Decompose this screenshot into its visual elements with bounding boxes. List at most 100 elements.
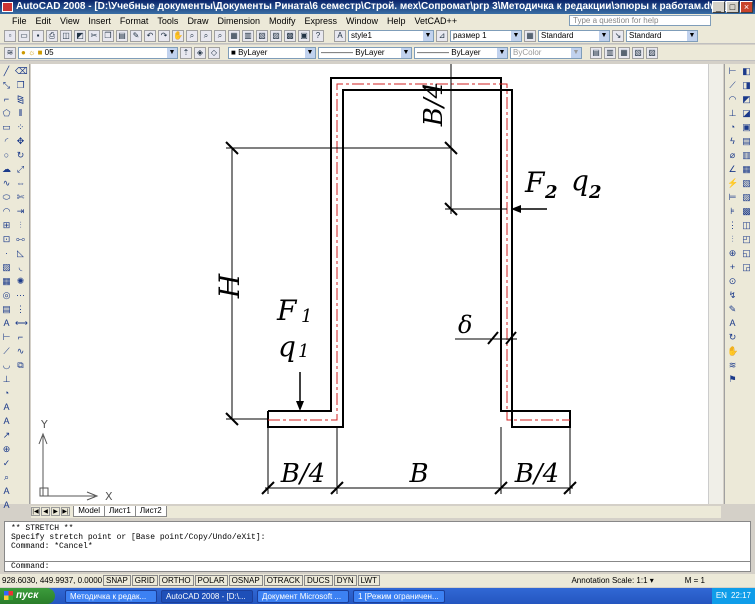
jogged-linear-icon[interactable]: ↯ [728, 290, 737, 300]
task-word[interactable]: Документ Microsoft ... [257, 589, 349, 603]
text-ai-icon[interactable]: A [3, 416, 10, 426]
grid-toggle[interactable]: GRID [131, 575, 158, 586]
menu-dimension[interactable]: Dimension [217, 16, 260, 26]
break-icon[interactable]: ⫶ [19, 220, 22, 230]
menu-edit[interactable]: Edit [35, 16, 52, 26]
layer-tool-10-icon[interactable]: ▨ [742, 192, 751, 202]
redo-icon[interactable]: ↷ [158, 30, 170, 42]
arc-icon[interactable]: ◜ [4, 136, 9, 146]
justify-text-icon[interactable]: A [3, 500, 10, 510]
ellipse-icon[interactable]: ⬭ [2, 192, 11, 202]
layer-tool-6-icon[interactable]: ▤ [742, 136, 751, 146]
markup-icon[interactable]: ▩ [284, 30, 296, 42]
dim-arc-icon[interactable]: ◡ [2, 360, 11, 370]
spline-icon[interactable]: ∿ [2, 178, 11, 188]
ducs-toggle[interactable]: DUCS [304, 575, 333, 586]
layers-icon[interactable]: ≋ [728, 360, 737, 370]
tab-layout2[interactable]: Лист2 [134, 506, 167, 517]
otrack-toggle[interactable]: OTRACK [263, 575, 304, 586]
scale-icon[interactable]: ⤢ [16, 164, 25, 174]
autocad-app-icon[interactable] [2, 2, 13, 12]
dim-radius-icon[interactable]: ◔ [3, 388, 10, 398]
text-style-select[interactable]: style1▼ [348, 30, 434, 42]
menu-help[interactable]: Help [387, 16, 406, 26]
dim-linear-icon[interactable]: ⊢ [2, 332, 11, 342]
menu-insert[interactable]: Insert [88, 16, 111, 26]
array-icon[interactable]: ⁘ [16, 122, 25, 132]
dim-ordinate-right-icon[interactable]: ⊥ [728, 108, 737, 118]
dim-text-edit-icon[interactable]: A [729, 318, 736, 328]
menu-express[interactable]: Express [304, 16, 338, 26]
polar-toggle[interactable]: POLAR [194, 575, 228, 586]
dim-space-icon[interactable]: ⋮ [728, 220, 737, 230]
draworder-icon[interactable]: ⧉ [17, 360, 24, 370]
help-icon[interactable]: ? [312, 30, 324, 42]
scale-text-icon[interactable]: A [3, 486, 10, 496]
menu-format[interactable]: Format [119, 16, 149, 26]
lineweight-select[interactable]: ———— ByLayer▼ [414, 47, 508, 59]
mirror-icon[interactable]: ⧎ [16, 94, 25, 104]
undo-icon[interactable]: ↶ [144, 30, 156, 42]
layer-tool-13-icon[interactable]: ◰ [742, 234, 751, 244]
tolerance-right-icon[interactable]: ⊕ [728, 248, 737, 258]
help-search-input[interactable]: Type a question for help [569, 15, 711, 26]
calculator-icon[interactable]: ▣ [298, 30, 310, 42]
lengthen-icon[interactable]: ⟷ [15, 318, 28, 328]
menu-file[interactable]: File [12, 16, 27, 26]
tab-layout1[interactable]: Лист1 [104, 506, 136, 517]
matchprop-icon[interactable]: ✎ [130, 30, 142, 42]
move-icon[interactable]: ✥ [16, 136, 25, 146]
new-icon[interactable]: ▫ [4, 30, 16, 42]
design-center-icon[interactable]: ▥ [242, 30, 254, 42]
table-style-select[interactable]: Standard▼ [538, 30, 610, 42]
clip-icon[interactable]: ▧ [632, 47, 644, 59]
task-autocad[interactable]: AutoCAD 2008 - [D:\... [161, 589, 253, 603]
command-input[interactable]: Command: [4, 561, 751, 572]
mtext-icon[interactable]: A [3, 318, 10, 328]
menu-modify[interactable]: Modify [268, 16, 296, 26]
tolerance-icon[interactable]: ⊕ [2, 444, 11, 454]
layer-tool-12-icon[interactable]: ◫ [742, 220, 751, 230]
table-icon[interactable]: ▤ [2, 304, 11, 314]
start-button[interactable]: пуск [0, 588, 55, 604]
circle-icon[interactable]: ○ [3, 150, 10, 160]
save-icon[interactable]: ▪ [32, 30, 44, 42]
explode-icon[interactable]: ✺ [16, 276, 25, 286]
spell-icon[interactable]: ✓ [2, 458, 11, 468]
offset-icon[interactable]: ⫴ [18, 108, 23, 118]
properties-icon[interactable]: ▦ [228, 30, 240, 42]
plot-icon[interactable]: ⎙ [46, 30, 58, 42]
multileader-style-select[interactable]: Standard▼ [626, 30, 698, 42]
task-folder[interactable]: Методичка к редак... [65, 589, 157, 603]
tab-next-icon[interactable]: ▶ [51, 507, 60, 516]
quick-dim-icon[interactable]: ⚡ [727, 178, 739, 188]
layout-icon[interactable]: ▤ [590, 47, 602, 59]
zoom-window-icon[interactable]: ⌕ [200, 30, 212, 42]
line-icon[interactable]: ╱ [3, 66, 10, 76]
menu-window[interactable]: Window [346, 16, 379, 26]
layer-tool-8-icon[interactable]: ▦ [742, 164, 751, 174]
layer-tool-15-icon[interactable]: ◲ [742, 262, 751, 272]
measure-icon[interactable]: ⋮ [16, 304, 25, 314]
osnap-toggle[interactable]: OSNAP [228, 575, 263, 586]
tab-prev-icon[interactable]: ◀ [41, 507, 50, 516]
menu-vetcad[interactable]: VetCAD++ [414, 16, 458, 26]
gradient-icon[interactable]: ▦ [2, 276, 11, 286]
ortho-toggle[interactable]: ORTHO [158, 575, 194, 586]
layer-tool-4-icon[interactable]: ◪ [742, 108, 751, 118]
task-doc[interactable]: 1 [Режим ограничен... [353, 589, 445, 603]
dim-edit-icon[interactable]: ✎ [728, 304, 737, 314]
viewports-icon[interactable]: ▦ [618, 47, 630, 59]
layer-tool-3-icon[interactable]: ◩ [742, 94, 751, 104]
layer-tool-9-icon[interactable]: ▧ [742, 178, 751, 188]
point-icon[interactable]: · [5, 248, 8, 258]
menu-draw[interactable]: Draw [187, 16, 209, 26]
m-scale[interactable]: M = 1 [684, 576, 705, 585]
layer-tool-11-icon[interactable]: ▩ [742, 206, 751, 216]
chamfer-icon[interactable]: ◺ [17, 248, 24, 258]
splinedit-icon[interactable]: ∿ [16, 346, 25, 356]
fillet-icon[interactable]: ◟ [18, 262, 23, 272]
layer-tool-14-icon[interactable]: ◱ [742, 248, 751, 258]
erase-icon[interactable]: ⌫ [15, 66, 28, 76]
menu-tools[interactable]: Tools [157, 16, 179, 26]
